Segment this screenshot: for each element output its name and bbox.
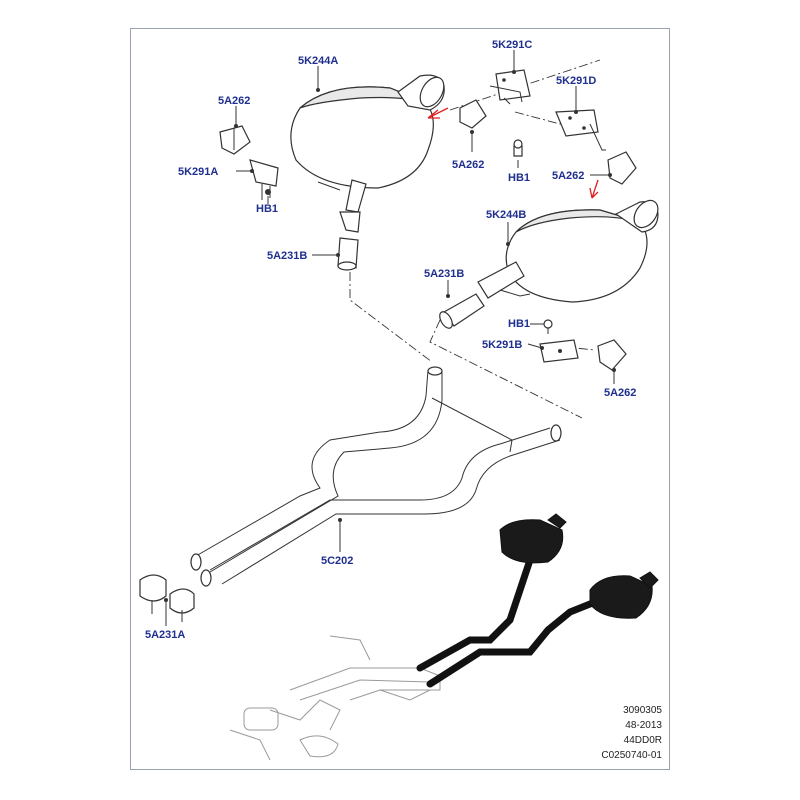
clamp-right [607, 151, 637, 185]
callout-hb1-mid: HB1 [508, 172, 530, 184]
clamp-left [219, 125, 251, 155]
callout-5a231b-right: 5A231B [424, 268, 464, 280]
callout-5k291b: 5K291B [482, 339, 522, 351]
muffler-right [477, 199, 659, 303]
front-clamps [139, 574, 195, 622]
clamp-lower [597, 339, 627, 371]
callout-5c202: 5C202 [321, 555, 353, 567]
reference-codes: 3090305 48-2013 44DD0R C0250740-01 [601, 705, 662, 761]
bracket-d [555, 109, 606, 151]
red-arrows [427, 107, 599, 199]
tailpipe-right [439, 293, 485, 329]
ref-code-2: 48-2013 [625, 720, 662, 731]
callout-hb1-left: HB1 [256, 203, 278, 215]
bolt-right [543, 319, 553, 334]
main-pipe [190, 366, 562, 587]
callout-5k291d: 5K291D [556, 75, 596, 87]
clamp-mid [459, 99, 487, 129]
diagram-frame [130, 28, 670, 770]
bracket-c [489, 69, 531, 105]
muffler-left [290, 74, 445, 233]
callouts: 5K244A 5A262 5K291A HB1 5A231B 5K291C 5K… [145, 39, 636, 641]
bracket-left [249, 159, 279, 200]
ref-code-4: C0250740-01 [601, 750, 662, 761]
ref-code-1: 3090305 [623, 705, 662, 716]
callout-5a262-lower: 5A262 [604, 387, 636, 399]
callout-5a262-left: 5A262 [218, 95, 250, 107]
callout-5k244b: 5K244B [486, 209, 526, 221]
tailpipe-left [337, 237, 359, 271]
callout-5k291a: 5K291A [178, 166, 218, 178]
callout-5k291c: 5K291C [492, 39, 532, 51]
callout-5a262-right: 5A262 [552, 170, 584, 182]
leader-lines [164, 50, 616, 626]
system-overview [229, 513, 659, 761]
callout-hb1-right: HB1 [508, 318, 530, 330]
bracket-b [539, 339, 579, 363]
callout-5k244a: 5K244A [298, 55, 338, 67]
bolt-mid [513, 139, 523, 157]
callout-5a231a: 5A231A [145, 629, 185, 641]
ref-code-3: 44DD0R [624, 735, 662, 746]
callout-5a231b-left: 5A231B [267, 250, 307, 262]
callout-5a262-mid: 5A262 [452, 159, 484, 171]
